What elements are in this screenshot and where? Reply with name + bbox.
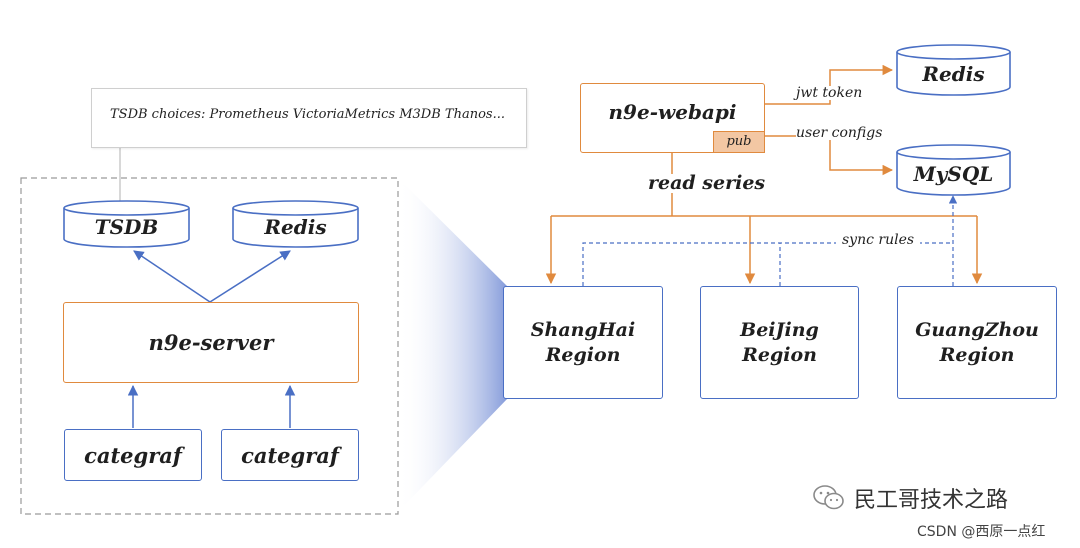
guangzhou-region-name: GuangZhou xyxy=(915,318,1039,341)
categraf-label-2: categraf xyxy=(241,442,339,468)
guangzhou-region-suffix: Region xyxy=(939,343,1015,366)
watermark: 民工哥技术之路 xyxy=(812,482,1008,514)
tsdb-cylinder-icon xyxy=(63,200,190,248)
sync-rules-label: sync rules xyxy=(836,233,921,247)
user-configs-label: user configs xyxy=(796,125,883,141)
server-to-redis-arrow xyxy=(209,250,291,303)
sync-rules-shanghai xyxy=(582,242,953,286)
beijing-region-box: BeiJing Region xyxy=(700,286,859,399)
mysql-label: MySQL xyxy=(913,162,994,186)
categraf-label-1: categraf xyxy=(84,442,182,468)
wechat-icon xyxy=(813,485,844,510)
left-redis-store: Redis xyxy=(231,199,360,249)
n9e-server-label: n9e-server xyxy=(148,330,274,355)
right-redis-store: Redis xyxy=(895,43,1012,97)
mysql-cylinder-icon xyxy=(896,144,1011,196)
shanghai-region-suffix: Region xyxy=(545,343,621,366)
shanghai-region-name: ShangHai xyxy=(530,318,636,341)
tsdb-label: TSDB xyxy=(94,215,159,239)
beijing-region-name: BeiJing xyxy=(740,318,819,341)
right-redis-label: Redis xyxy=(922,62,985,86)
mysql-store: MySQL xyxy=(895,143,1012,197)
shanghai-region-box: ShangHai Region xyxy=(503,286,663,399)
redis-cylinder-icon xyxy=(232,200,359,248)
beijing-region-suffix: Region xyxy=(742,343,817,366)
read-series-label: read series xyxy=(648,172,766,194)
zoom-wedge xyxy=(398,178,508,512)
server-to-tsdb-arrow xyxy=(133,250,211,303)
jwt-token-label: jwt token xyxy=(796,85,863,101)
csdn-credit: CSDN @西原一点红 xyxy=(917,524,1046,540)
tsdb-choices-note: TSDB choices: Prometheus VictoriaMetrics… xyxy=(91,88,527,148)
guangzhou-region-box: GuangZhou Region xyxy=(897,286,1057,399)
left-redis-label: Redis xyxy=(264,215,327,239)
categraf-box-2: categraf xyxy=(221,429,359,481)
categraf-box-1: categraf xyxy=(64,429,202,481)
n9e-server-box: n9e-server xyxy=(63,302,359,383)
n9e-webapi-label: n9e-webapi xyxy=(608,100,737,124)
redis-cylinder-icon xyxy=(896,44,1011,96)
tsdb-store: TSDB xyxy=(62,199,191,249)
pub-tag: pub xyxy=(713,131,765,153)
webapi-to-mysql-arrow xyxy=(765,135,894,176)
cluster-frame xyxy=(20,177,399,515)
watermark-text: 民工哥技术之路 xyxy=(854,488,1009,513)
